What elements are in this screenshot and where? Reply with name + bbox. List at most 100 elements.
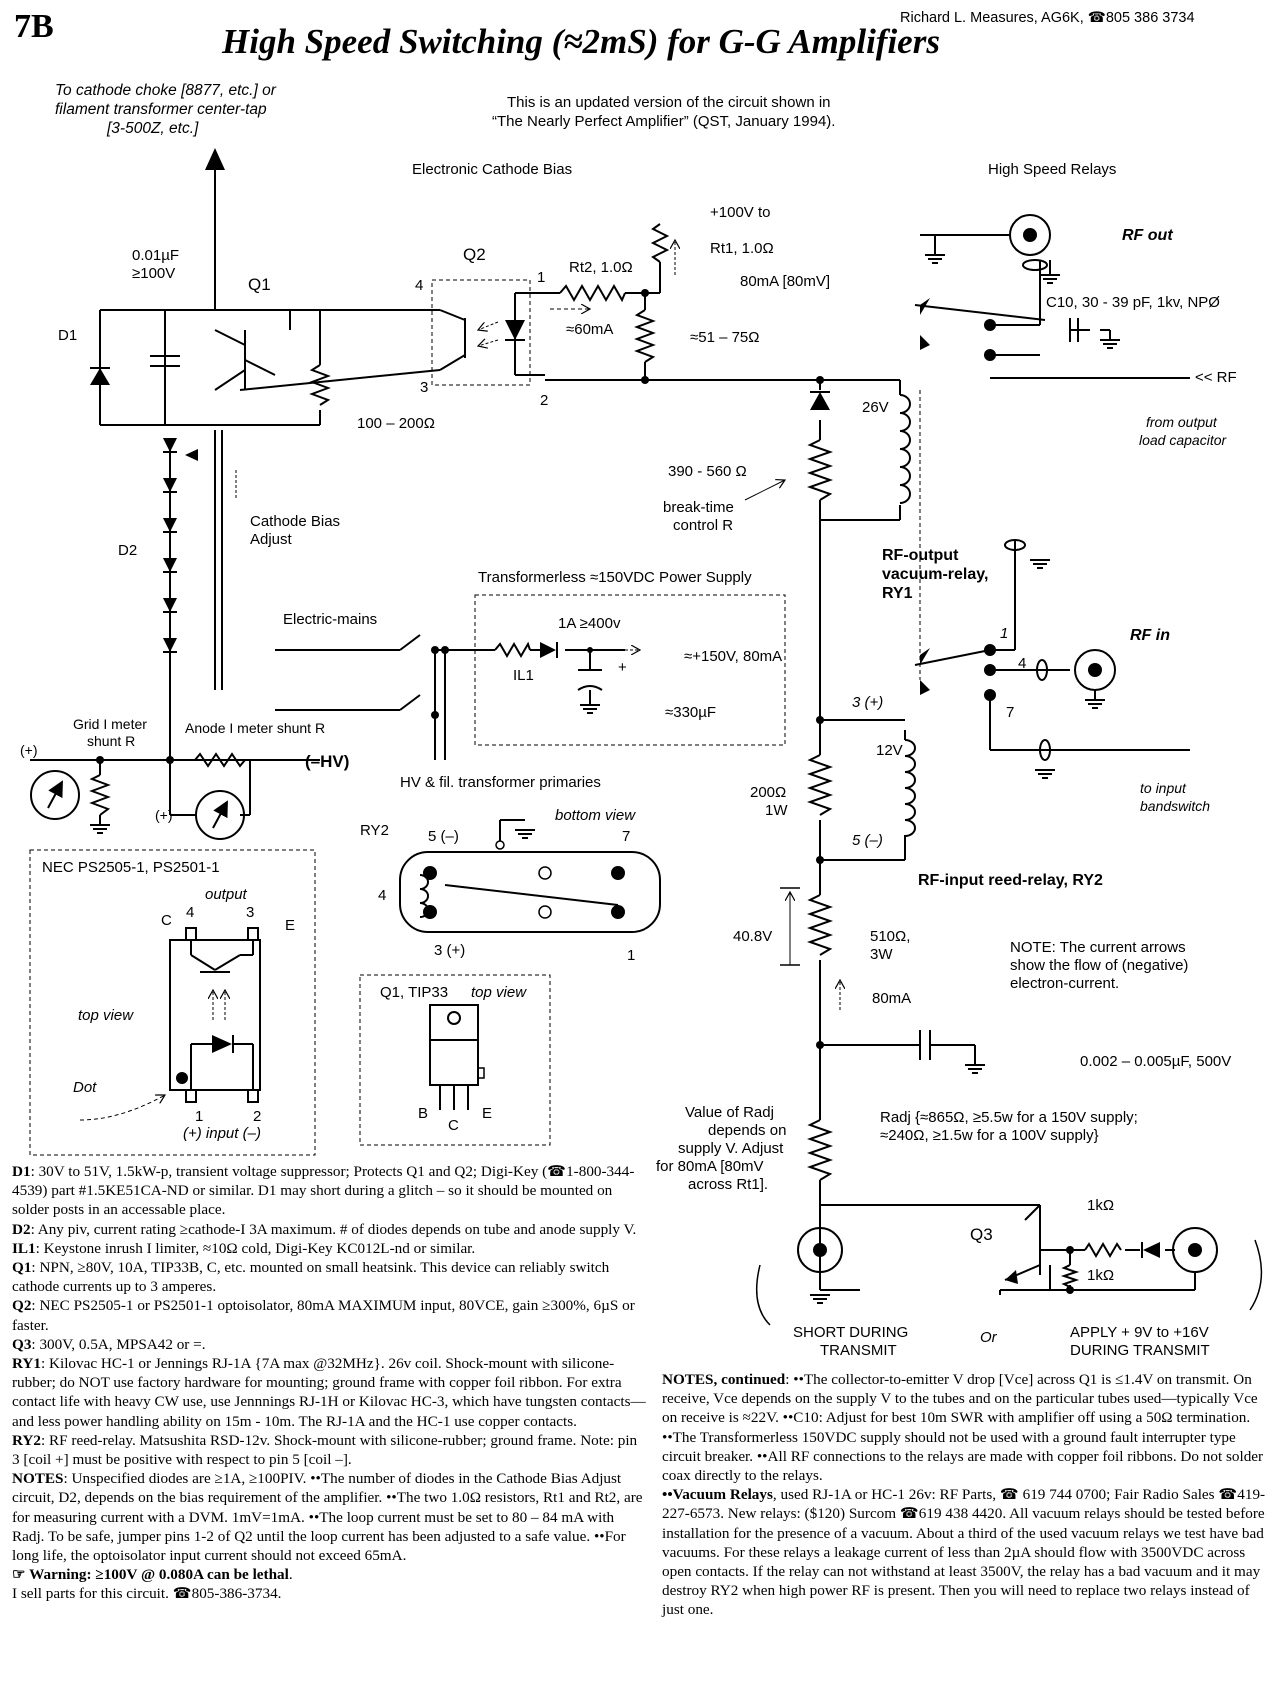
label-v408: 40.8V [733,928,772,945]
note-paragraph: Q2: NEC PS2505-1 or PS2501-1 optoisolato… [12,1296,647,1334]
label-r200-2: 1W [765,802,788,819]
label-oc-2: 2 [253,1108,261,1125]
label-hv: (–HV) [305,752,349,771]
label-r390: 390 - 560 Ω [668,463,747,480]
optocoupler-internals [464,318,525,358]
note-paragraph: RY1: Kilovac HC-1 or Jennings RJ-1A {7A … [12,1354,647,1431]
note-heading: Q2 [12,1297,32,1315]
note-paragraph: Q1: NPN, ≥80V, 10A, TIP33B, C, etc. moun… [12,1258,647,1296]
section-bias-label: Electronic Cathode Bias [412,161,572,178]
label-breaktime-1: break-time [663,499,734,516]
label-radj-right-1: Radj {≈865Ω, ≥5.5w for a 150V supply; [880,1109,1138,1126]
label-r510-1: 510Ω, [870,928,910,945]
label-pin3: 3 [420,379,428,396]
label-rf-out: RF out [1122,227,1173,244]
note-heading: IL1 [12,1239,36,1257]
label-radj-left-3: supply V. Adjust [678,1140,784,1157]
label-ry2-pin3: 3 (+) [434,942,465,959]
note-paragraph: NOTES: Unspecified diodes are ≥1A, ≥100P… [12,1469,647,1565]
resistor-radj [806,1119,834,1181]
label-breaktime-2: control R [673,517,733,534]
label-bias-adjust-1: Cathode Bias [250,513,340,530]
label-short-2: TRANSMIT [820,1342,897,1359]
resistor-1k-base [1084,1242,1122,1258]
label-r-emitter: 100 – 200Ω [357,415,435,432]
note-text: : 300V, 0.5A, MPSA42 or =. [31,1335,206,1353]
label-tip-c: C [448,1117,459,1134]
diode-chain-d2 [163,438,177,653]
note-text: : Keystone inrush I limiter, ≈10Ω cold, … [35,1239,476,1257]
label-dot: Dot [73,1079,97,1096]
label-c002: 0.002 – 0.005µF, 500V [1080,1053,1231,1070]
label-pin4: 4 [415,277,423,294]
label-ry2-pin7: 7 [622,828,630,845]
label-from-load-2: load capacitor [1139,432,1228,448]
note-text: : Unspecified diodes are ≥1A, ≥100PIV. •… [12,1470,643,1565]
transistor-q3 [999,1204,1041,1295]
label-from-load-1: from output [1146,414,1218,430]
power-supply-box [474,594,786,746]
label-input: (+) input (–) [183,1125,261,1142]
label-primaries: HV & fil. transformer primaries [400,774,601,791]
apply-voltage-connector [1172,1227,1263,1311]
nec-pinout-box [29,849,316,1156]
label-bottom-view: bottom view [555,807,636,824]
label-ry1-pin1: 1 [1000,625,1008,642]
label-i60: ≈60mA [566,321,613,338]
label-c10: C10, 30 - 39 pF, 1kv, NPØ [1046,294,1220,311]
note-text: : Kilovac HC-1 or Jennings RJ-1A {7A max… [12,1355,646,1430]
label-update-2: “The Nearly Perfect Amplifier” (QST, Jan… [492,113,835,130]
relay-ry2-bottom-view [399,819,661,933]
label-tip-b: B [418,1105,428,1122]
rf-out-connector [1009,214,1051,275]
label-top-view: top view [78,1007,134,1024]
label-cap330: ≈330µF [665,704,716,721]
label-ry2-pin5: 5 (–) [428,828,459,845]
label-oc-e: E [285,917,295,934]
note-paragraph: D2: Any piv, current rating ≥cathode-I 3… [12,1220,647,1239]
label-plus: + [618,659,627,676]
label-anode-shunt: Anode I meter shunt R [185,720,325,736]
note-heading: NOTES, continued [662,1371,786,1388]
label-apply-1: APPLY + 9V to +16V [1070,1324,1209,1341]
label-q1: Q1 [248,275,271,294]
note-paragraph: RY2: RF reed-relay. Matsushita RSD-12v. … [12,1431,647,1469]
note-text: : ••The collector-to-emitter V drop [Vce… [662,1371,1264,1485]
label-tip-title: Q1, TIP33 [380,984,448,1001]
note-heading: RY2 [12,1431,41,1449]
label-r510-2: 3W [870,946,893,963]
label-c-bypass-2: ≥100V [132,265,175,282]
label-or: Or [980,1329,998,1346]
note-paragraph: ••Vacuum Relays, used RJ-1A or HC-1 26v:… [662,1485,1267,1619]
label-pin3plus: 3 (+) [852,694,883,711]
label-ry1-pin4: 4 [1018,655,1026,672]
label-r51: ≈51 – 75Ω [690,329,760,346]
note-heading: D1 [12,1163,31,1180]
label-psu-out: ≈+150V, 80mA [684,648,782,665]
label-fuse: 1A ≥400v [558,615,621,632]
label-ry2-title: RF-input reed-relay, RY2 [918,872,1103,889]
label-d2: D2 [118,542,137,559]
label-q2: Q2 [463,245,486,264]
resistor-1k-shunt [1060,1264,1080,1288]
label-pin2: 2 [540,392,548,409]
label-ry1-pin7: 7 [1006,704,1014,721]
note-paragraph: IL1: Keystone inrush I limiter, ≈10Ω col… [12,1239,647,1258]
note-heading: ••Vacuum Relays [662,1486,773,1504]
label-radj-left-5: across Rt1]. [688,1176,768,1193]
label-rf-in-arrow: << RF [1195,369,1237,386]
note-paragraph: NOTES, continued: ••The collector-to-emi… [662,1370,1267,1485]
note-text: . [288,1566,293,1584]
label-to-bandswitch-1: to input [1140,780,1187,796]
note-paragraph: D1: 30V to 51V, 1.5kW-p, transient volta… [12,1162,647,1220]
label-oc-3: 3 [246,904,254,921]
label-grid-shunt-2: shunt R [87,733,135,749]
label-bias-adjust-2: Adjust [250,531,293,548]
resistor-rt2 [559,283,626,303]
grid-shunt-resistor [89,774,111,816]
label-cathode-choke-1: To cathode choke [8877, etc.] or [55,82,277,99]
label-r200-1: 200Ω [750,784,786,801]
note-text: : Any piv, current rating ≥cathode-I 3A … [30,1220,637,1238]
note-heading: Q1 [12,1259,32,1277]
ground-icons [90,254,1120,1304]
